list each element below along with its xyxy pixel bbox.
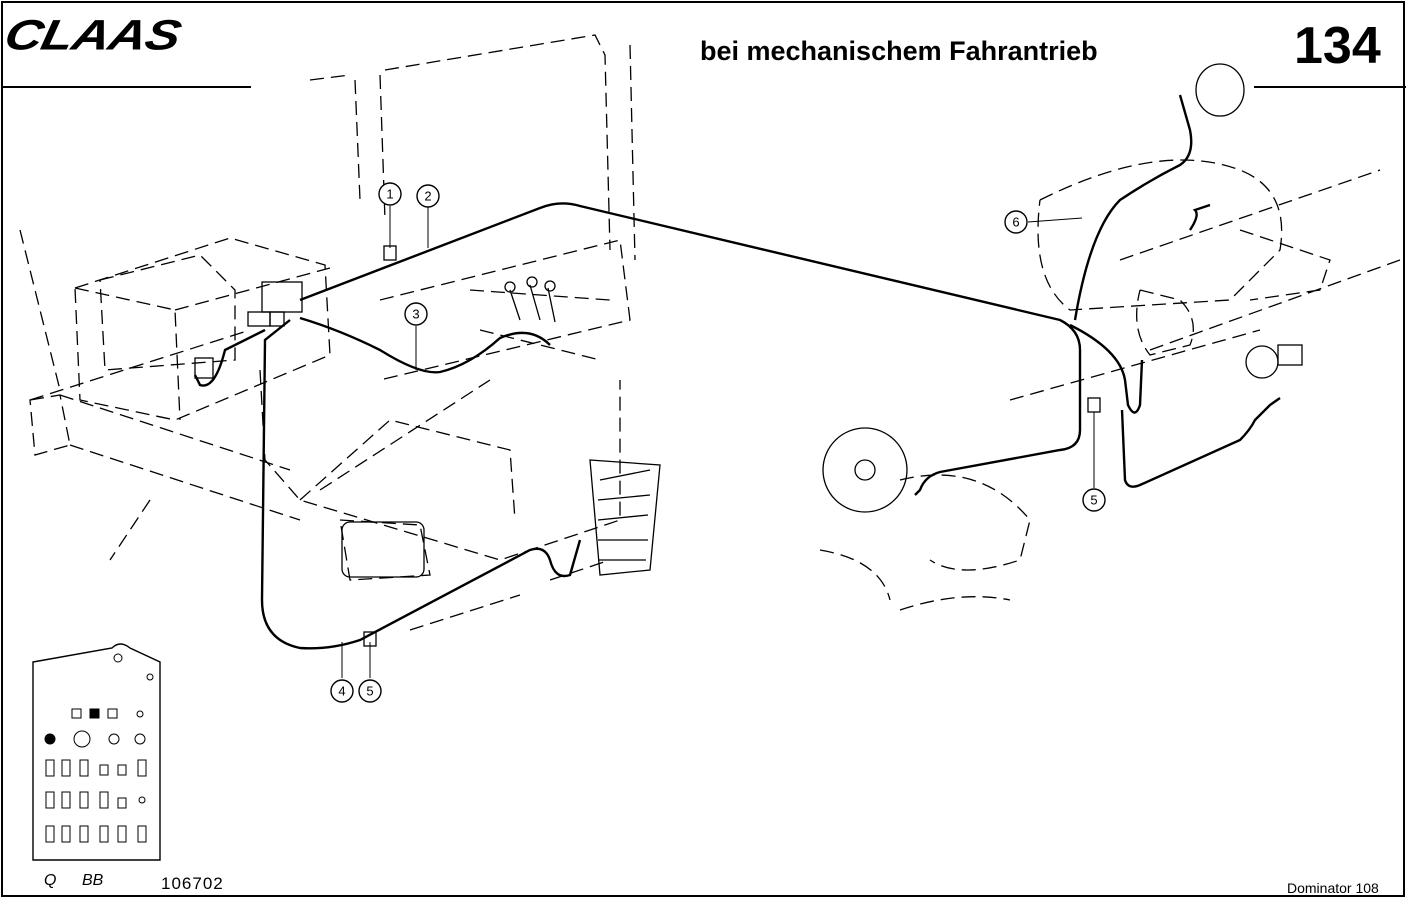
cable-6b [1069,323,1144,414]
headlamp [341,521,425,578]
cable-4 [260,319,582,650]
drawing-number: 106702 [161,874,224,893]
svg-text:6: 6 [1012,215,1019,230]
callout-2: 2 [416,184,440,208]
callout-5-left: 5 [358,679,382,703]
page-number: 134 [1294,17,1381,75]
header-rule-left [1,86,251,88]
junction-box [261,281,303,313]
speed-sensor [1245,345,1279,379]
svg-text:2: 2 [424,189,431,204]
callout-5-right: 5 [1082,488,1106,512]
svg-text:3: 3 [412,307,419,322]
callout-3: 3 [404,302,428,326]
cable-right-sensor [1120,397,1281,488]
cable-6 [1073,94,1193,321]
components-solid [194,63,1303,647]
position-callouts: 1 2 3 4 5 6 5 [330,182,1106,703]
svg-text:4: 4 [338,684,345,699]
svg-text:5: 5 [1090,493,1097,508]
cable-3 [299,316,551,374]
callout-4: 4 [330,679,354,703]
code-bb: BB [82,872,104,889]
header-rule-right [1254,86,1406,88]
upper-lamp [1195,63,1245,117]
machine-outline-dashed [19,34,1401,631]
svg-text:1: 1 [386,187,393,202]
callout-6: 6 [1004,210,1028,234]
code-q: Q [44,872,57,889]
control-panel-inset [32,643,161,861]
cable-harness [193,94,1281,650]
cable-seat [193,328,266,387]
cable-main [299,202,1082,496]
cable-clutch [1189,203,1211,231]
svg-text:5: 5 [366,684,373,699]
clip-1 [383,245,397,261]
callout-1: 1 [378,182,402,206]
flywheel-sensor-disc [822,427,908,513]
clip-5-right [1087,397,1101,413]
model-name: Dominator 108 [1287,880,1379,896]
page-title: bei mechanischem Fahrantrieb [700,36,1098,66]
